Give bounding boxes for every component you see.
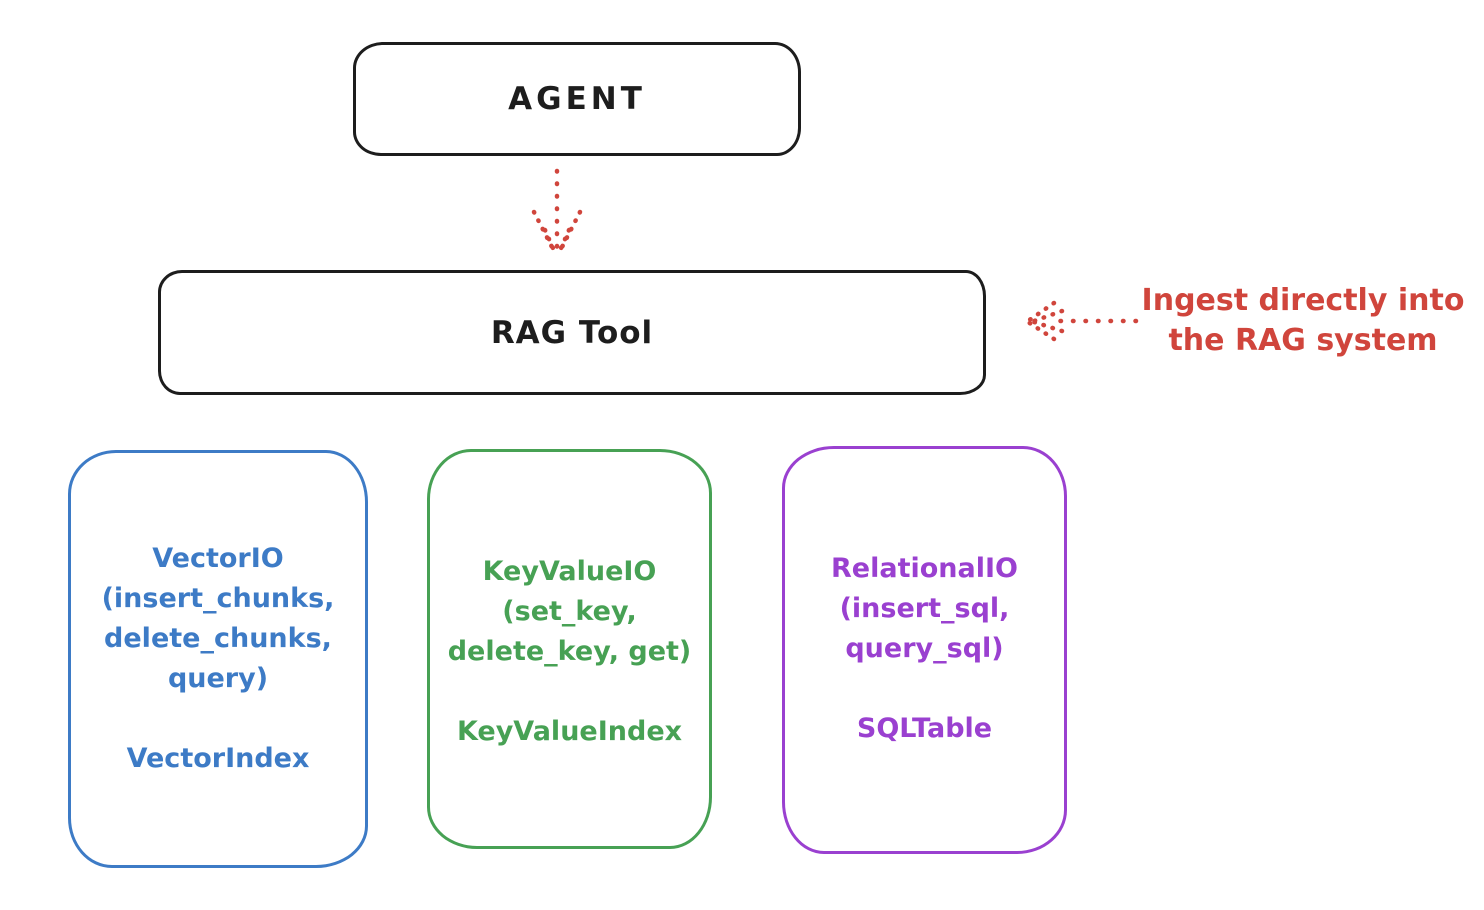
agent-box: AGENT [353,42,801,156]
rag-tool-box: RAG Tool [158,270,986,395]
ingest-arrow [1025,300,1139,342]
keyvalue-io-label: KeyValueIO (set_key, delete_key, get) [447,556,692,667]
rag-tool-label: RAG Tool [490,314,654,351]
vector-io-label: VectorIO (insert_chunks, delete_chunks, … [101,543,335,694]
vector-index-label: VectorIndex [126,743,310,774]
ingest-annotation-text: Ingest directly into the RAG system [1141,283,1465,358]
keyvalue-index-label: KeyValueIndex [456,716,683,747]
relational-io-box: RelationalIO (insert_sql, query_sql) SQL… [782,446,1067,854]
vector-io-box: VectorIO (insert_chunks, delete_chunks, … [68,450,368,868]
keyvalue-io-box: KeyValueIO (set_key, delete_key, get) Ke… [427,449,712,849]
relational-io-label: RelationalIO (insert_sql, query_sql) [831,553,1018,664]
sql-table-label: SQLTable [856,713,993,744]
agent-to-rag-arrow [531,168,583,258]
agent-label: AGENT [508,81,646,117]
